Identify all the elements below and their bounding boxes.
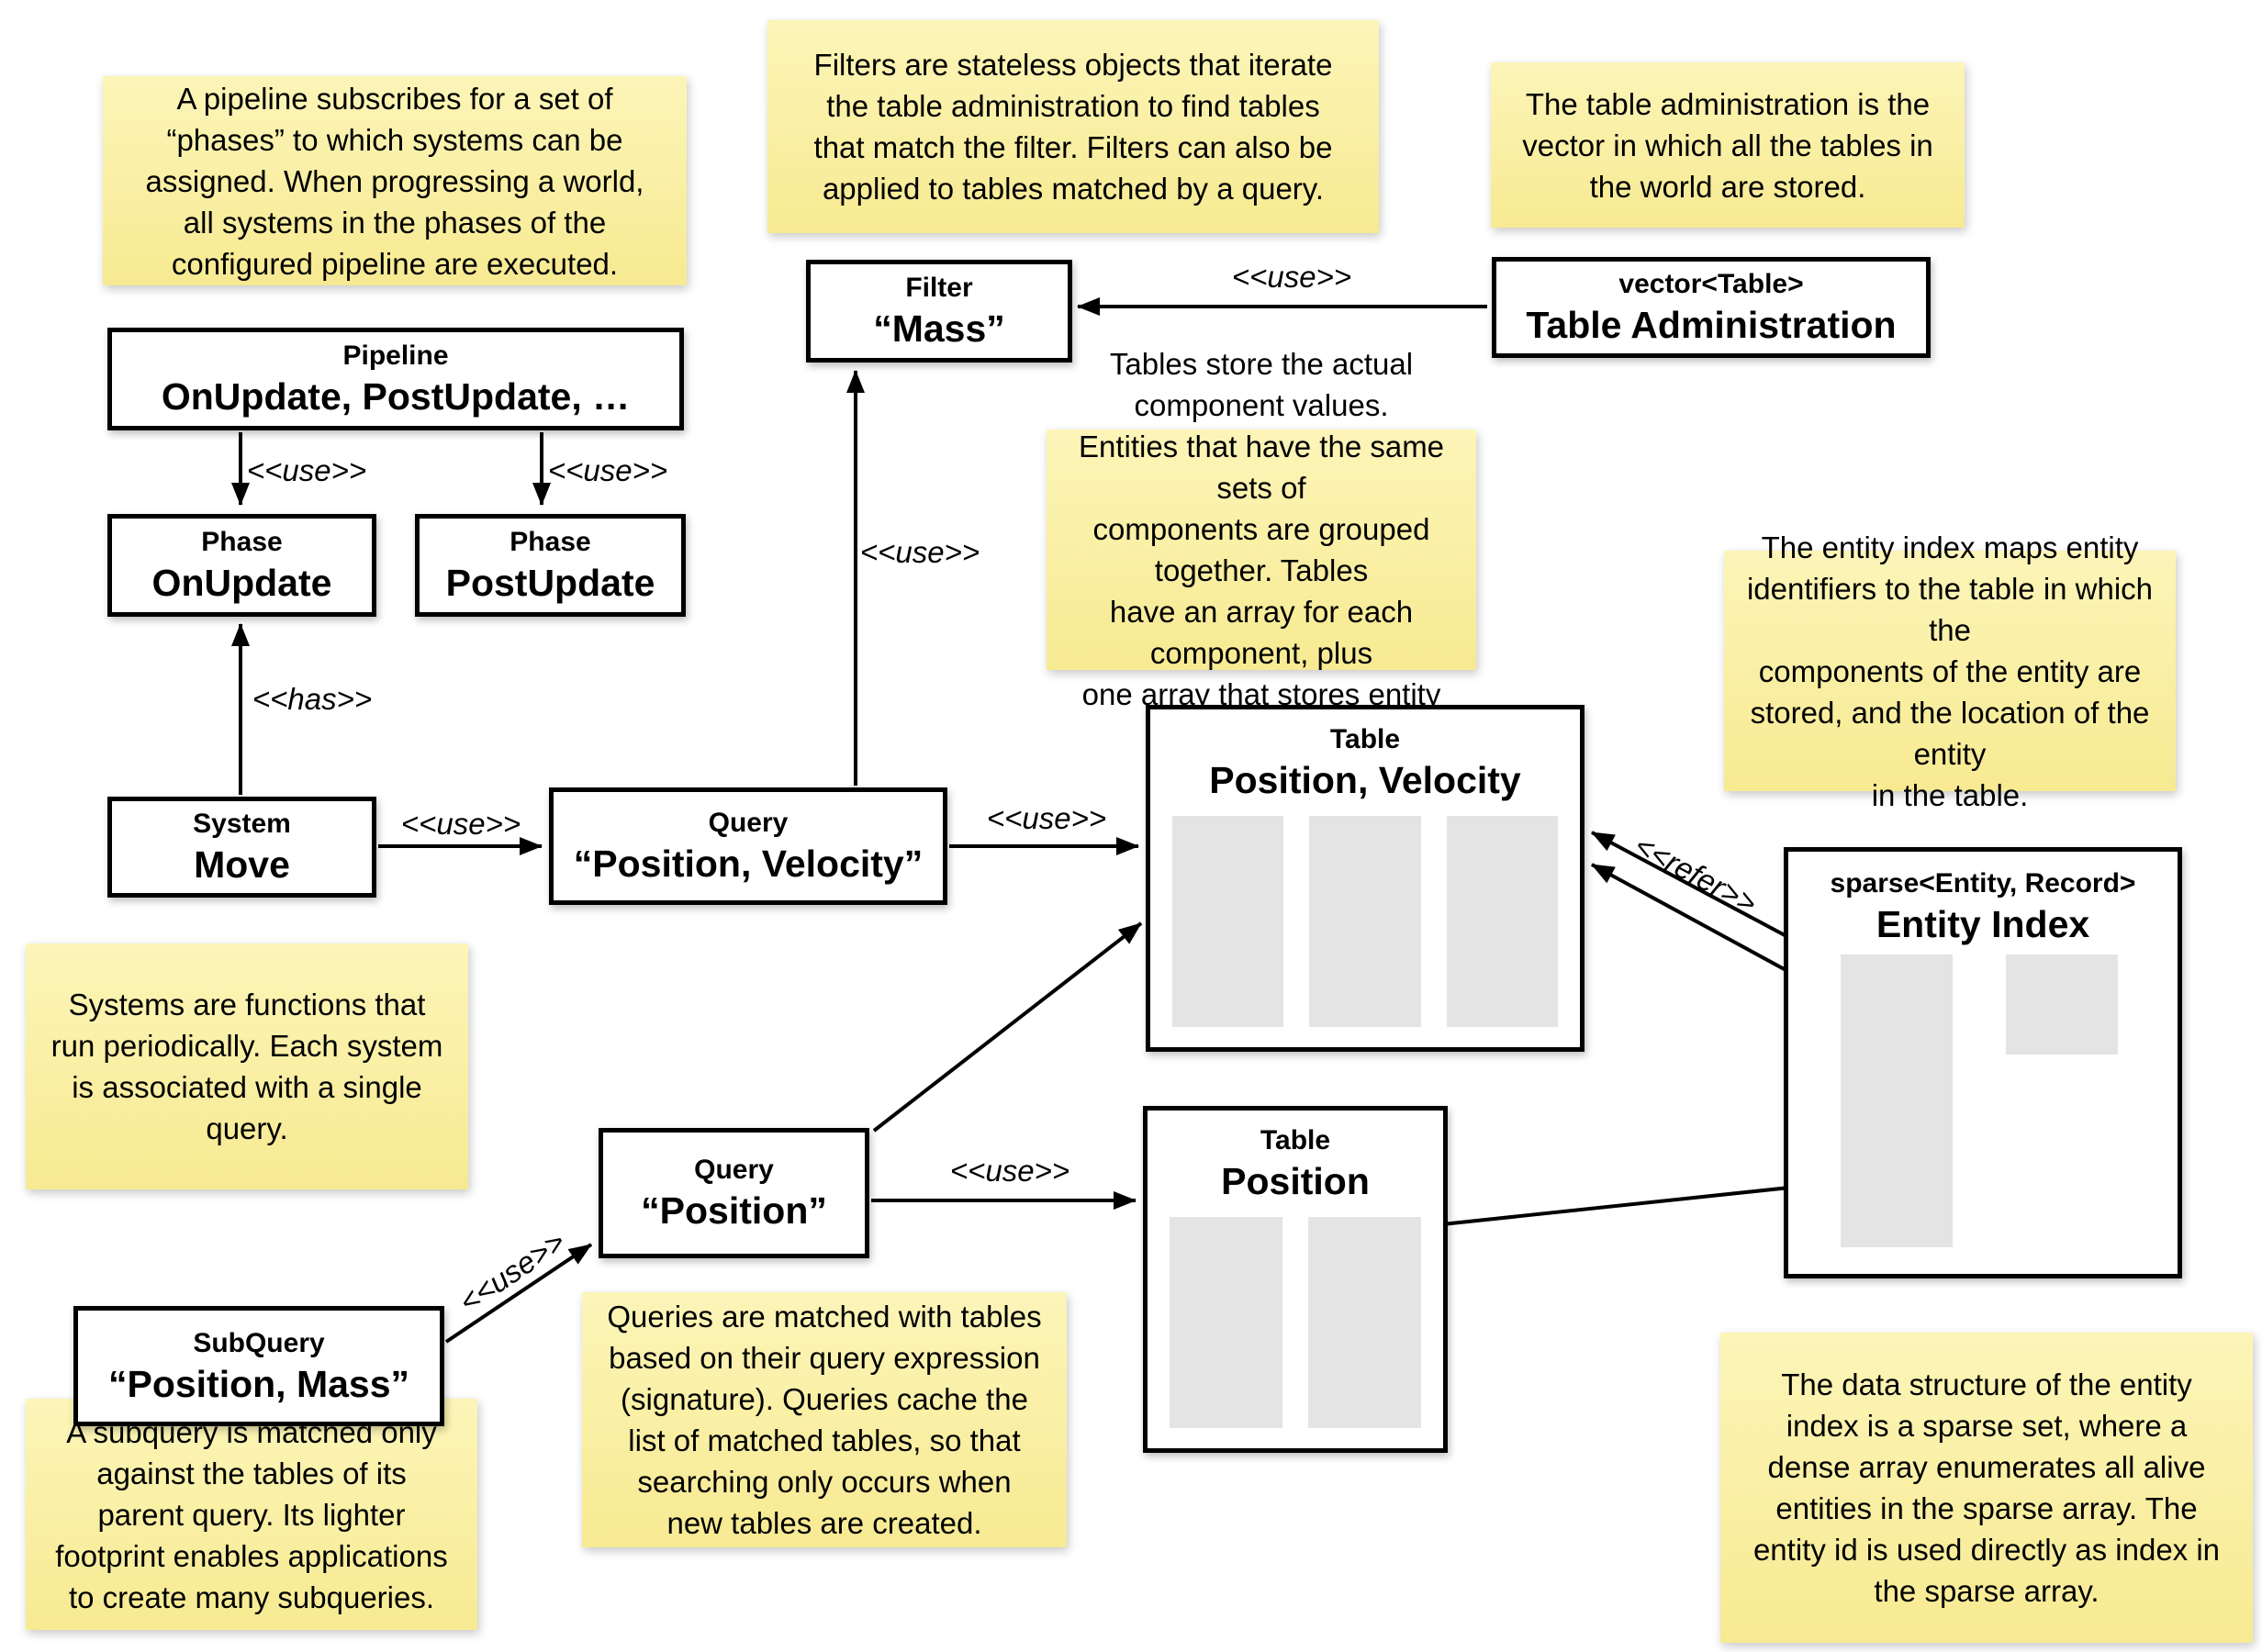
phase-onupdate-box: Phase OnUpdate xyxy=(107,514,376,617)
stereotype-use-pipeline-onupdate: <<use>> xyxy=(246,453,367,487)
dense-array-placeholder xyxy=(2006,954,2118,1055)
note-queries: Queries are matched with tables based on… xyxy=(582,1292,1067,1547)
entity-index-box: sparse<Entity, Record> Entity Index xyxy=(1784,847,2182,1278)
stereotype-use-query-filter: <<use>> xyxy=(859,535,980,569)
phase-postupdate-box-name: PostUpdate xyxy=(445,562,655,604)
system-move-box: System Move xyxy=(107,797,376,898)
table-position-velocity-box: Table Position, Velocity xyxy=(1146,705,1585,1052)
table-administration-box-type: vector<Table> xyxy=(1618,269,1804,299)
stereotype-use-queryposition-tableposition: <<use>> xyxy=(949,1154,1070,1188)
phase-onupdate-box-type: Phase xyxy=(201,527,283,557)
filter-mass-box-name: “Mass” xyxy=(873,307,1005,350)
note-entity-index: The entity index maps entity identifiers… xyxy=(1724,530,2176,812)
component-array-placeholder xyxy=(1308,1217,1421,1428)
note-systems: Systems are functions that run periodica… xyxy=(26,943,468,1189)
filter-mass-box: Filter “Mass” xyxy=(806,260,1072,363)
query-position-box-name: “Position” xyxy=(641,1189,827,1232)
note-table-administration: The table administration is the vector i… xyxy=(1491,62,1965,228)
entity-index-box-name: Entity Index xyxy=(1876,903,2090,945)
table-position-velocity-box-name: Position, Velocity xyxy=(1209,759,1521,801)
table-position-box-type: Table xyxy=(1260,1125,1331,1155)
query-position-box: Query “Position” xyxy=(599,1128,869,1258)
query-position-velocity-box: Query “Position, Velocity” xyxy=(549,787,947,905)
system-move-box-name: Move xyxy=(194,843,290,886)
stereotype-use-subquery-query: <<use>> xyxy=(453,1223,572,1320)
stereotype-use-tableadmin-filter: <<use>> xyxy=(1231,260,1352,294)
component-array-placeholder xyxy=(1172,816,1284,1027)
subquery-position-mass-box: SubQuery “Position, Mass” xyxy=(73,1306,444,1426)
table-administration-box-name: Table Administration xyxy=(1526,304,1897,346)
phase-postupdate-box: Phase PostUpdate xyxy=(415,514,686,617)
note-sparse-set: The data structure of the entity index i… xyxy=(1720,1333,2253,1643)
query-position-velocity-box-type: Query xyxy=(708,808,789,838)
query-position-velocity-box-name: “Position, Velocity” xyxy=(573,843,924,885)
note-filters: Filters are stateless objects that itera… xyxy=(767,20,1379,233)
subquery-position-mass-box-type: SubQuery xyxy=(193,1327,325,1358)
pipeline-box-type: Pipeline xyxy=(342,340,449,371)
sparse-array-placeholder xyxy=(1841,954,1953,1247)
stereotype-use-move-query: <<use>> xyxy=(400,807,521,841)
filter-mass-box-type: Filter xyxy=(905,273,973,303)
entity-index-box-type: sparse<Entity, Record> xyxy=(1830,868,2136,899)
component-array-placeholder xyxy=(1309,816,1421,1027)
table-position-velocity-box-type: Table xyxy=(1329,724,1401,754)
note-pipeline: A pipeline subscribes for a set of “phas… xyxy=(103,76,687,285)
query-position-box-type: Query xyxy=(694,1155,774,1185)
phase-postupdate-box-type: Phase xyxy=(510,527,591,557)
table-position-box: Table Position xyxy=(1143,1106,1448,1453)
pipeline-box: Pipeline OnUpdate, PostUpdate, … xyxy=(107,328,684,430)
pipeline-box-name: OnUpdate, PostUpdate, … xyxy=(161,375,631,418)
stereotype-use-pipeline-postupdate: <<use>> xyxy=(547,453,668,487)
stereotype-has-move-onupdate: <<has>> xyxy=(252,682,373,716)
phase-onupdate-box-name: OnUpdate xyxy=(151,562,332,604)
table-administration-box: vector<Table> Table Administration xyxy=(1492,257,1931,358)
component-array-placeholder xyxy=(1170,1217,1282,1428)
subquery-position-mass-box-name: “Position, Mass” xyxy=(107,1362,410,1405)
note-subquery: A subquery is matched only against the t… xyxy=(26,1399,477,1630)
stereotype-refer-entityindex-table: <<refer>> xyxy=(1629,828,1763,921)
system-move-box-type: System xyxy=(193,809,291,839)
component-array-placeholder xyxy=(1446,816,1558,1027)
note-tables: Tables store the actual component values… xyxy=(1047,347,1476,753)
table-position-box-name: Position xyxy=(1221,1160,1370,1202)
stereotype-use-query-table: <<use>> xyxy=(986,801,1107,835)
component-arrays xyxy=(1150,803,1580,1047)
component-arrays xyxy=(1148,1204,1443,1448)
